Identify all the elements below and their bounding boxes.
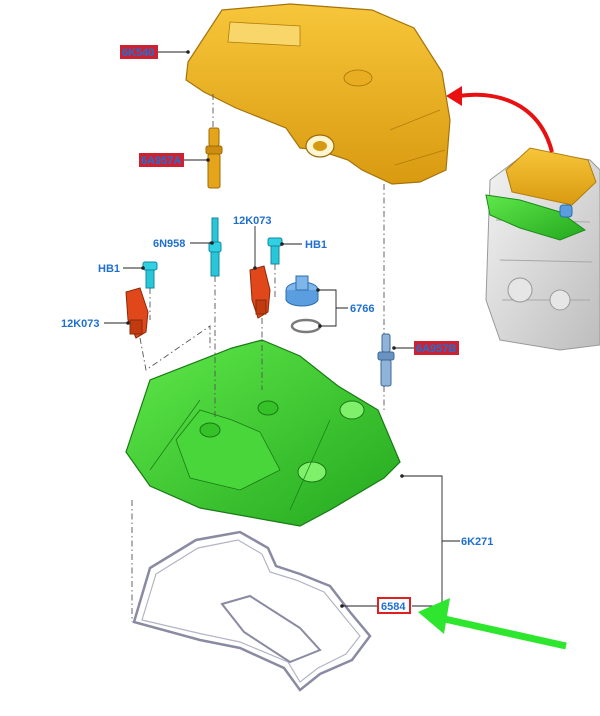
label-injector: 6N958: [153, 238, 185, 250]
engine-cover-part: [185, 3, 451, 185]
part-labels: 6K540 6A957A 6N958 12K073 HB1 HB1 12K073…: [61, 45, 493, 614]
label-valve-cover: 6K271: [461, 536, 493, 548]
bolt-upper-part: [267, 237, 283, 265]
bolt-left-part: [142, 261, 158, 289]
reference-engine-illustration: [485, 147, 600, 351]
oil-cap-part: [285, 275, 322, 334]
label-highlight-cover-stud-a: [139, 153, 184, 167]
leader-lines: [104, 50, 460, 608]
label-bolt-left: HB1: [98, 263, 120, 275]
alignment-lines: [131, 94, 385, 622]
label-bolt-upper: HB1: [305, 239, 327, 251]
label-cover-stud-b: 6A957B: [416, 343, 456, 355]
label-engine-cover: 6K540: [122, 47, 154, 59]
label-cover-stud-a: 6A957A: [141, 155, 181, 167]
green-pointer-arrow: [418, 598, 567, 650]
red-pointer-arrow: [446, 86, 554, 153]
label-oil-cap: 6766: [350, 303, 374, 315]
gasket-part: [132, 530, 372, 692]
sensor-left-part: [125, 287, 149, 339]
label-highlight-cover-stud-b: [414, 341, 459, 355]
injector-part: [208, 217, 222, 277]
cover-stud-b-part: [377, 333, 395, 387]
label-sensor-upper: 12K073: [233, 215, 272, 227]
label-sensor-left: 12K073: [61, 318, 100, 330]
label-highlight-gasket: [377, 597, 411, 614]
label-highlight-engine-cover: [120, 45, 158, 59]
label-gasket: 6584: [381, 601, 406, 613]
sensor-upper-part: [249, 265, 271, 319]
valve-cover-part: [125, 339, 401, 527]
cover-stud-a-part: [205, 127, 223, 189]
